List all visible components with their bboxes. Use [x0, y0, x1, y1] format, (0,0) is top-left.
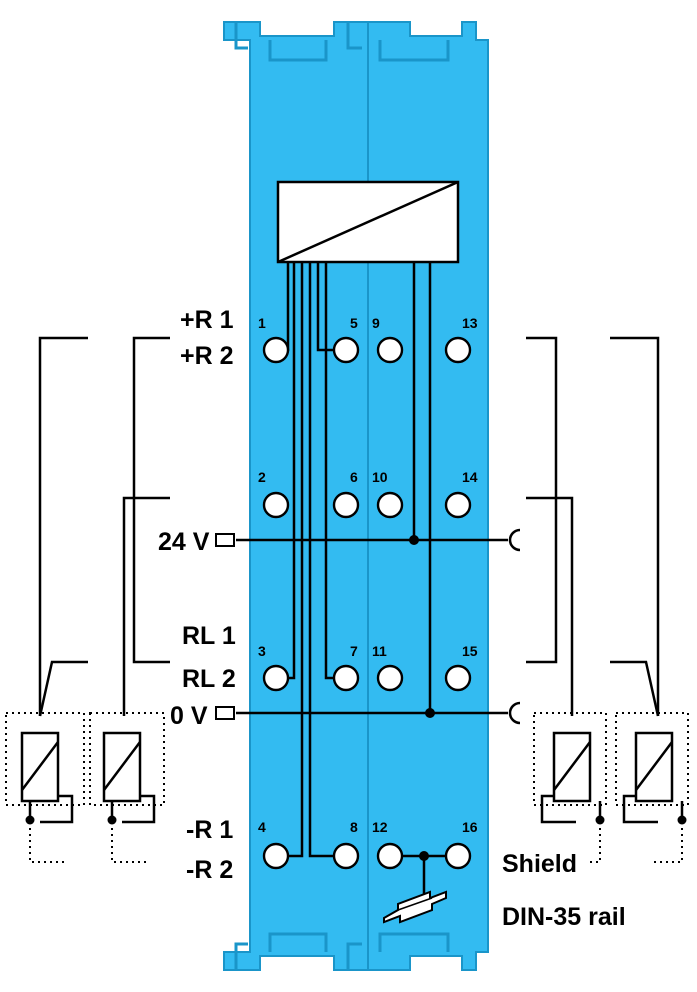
label-24v: 24 V	[158, 528, 210, 556]
sensor-left-1	[5, 336, 88, 863]
terminal-number: 1	[258, 315, 266, 331]
sensor-left-2	[89, 336, 170, 863]
terminal-number: 2	[258, 469, 266, 485]
sensor-right-2	[610, 336, 689, 863]
terminal-11	[376, 664, 404, 692]
terminal-number: 4	[258, 819, 266, 835]
resistor-icon	[102, 731, 156, 824]
label-plus-r1: +R 1	[180, 306, 234, 334]
terminal-number: 12	[372, 819, 388, 835]
terminal-number: 13	[462, 315, 478, 331]
legend-shield: Shield	[502, 850, 577, 878]
connector-socket-icon	[508, 528, 521, 552]
connector-socket-icon	[508, 701, 521, 725]
connector-24v	[215, 533, 235, 547]
terminal-block	[262, 336, 472, 870]
terminal-number: 5	[350, 315, 358, 331]
terminal-3	[262, 664, 290, 692]
resistor-icon	[622, 731, 674, 824]
terminal-16	[444, 842, 472, 870]
supply-bus-24v	[236, 528, 521, 552]
label-minus-r2: -R 2	[186, 856, 233, 884]
terminal-number: 15	[462, 643, 478, 659]
terminal-number: 8	[350, 819, 358, 835]
terminal-number: 16	[462, 819, 478, 835]
label-minus-r1: -R 1	[186, 816, 233, 844]
connector-0v	[215, 706, 235, 720]
terminal-7	[332, 664, 360, 692]
terminal-14	[444, 491, 472, 519]
terminal-9	[376, 336, 404, 364]
terminal-number: 9	[372, 315, 380, 331]
legend-din-rail: DIN-35 rail	[502, 903, 626, 931]
terminal-2	[262, 491, 290, 519]
terminal-5	[332, 336, 360, 364]
label-plus-r2: +R 2	[180, 342, 234, 370]
terminal-number: 10	[372, 469, 388, 485]
terminal-number: 3	[258, 643, 266, 659]
terminal-number: 14	[462, 469, 478, 485]
terminal-13	[444, 336, 472, 364]
terminal-12	[376, 842, 404, 870]
sensor-right-1	[526, 336, 607, 863]
terminal-4	[262, 842, 290, 870]
terminal-8	[332, 842, 360, 870]
label-0v: 0 V	[170, 702, 208, 730]
label-rl1: RL 1	[182, 622, 236, 650]
terminal-15	[444, 664, 472, 692]
ground-bus-0v	[236, 701, 521, 725]
terminal-number: 7	[350, 643, 358, 659]
label-rl2: RL 2	[182, 665, 236, 693]
terminal-10	[376, 491, 404, 519]
terminal-6	[332, 491, 360, 519]
resistor-icon	[20, 731, 74, 824]
terminal-number: 6	[350, 469, 358, 485]
din-rail-icon	[383, 890, 447, 924]
signal-labels: +R 1 +R 2 24 V RL 1 RL 2 0 V -R 1 -R 2	[158, 306, 236, 884]
terminal-numbers: 1 5 9 13 2 6 10 14 3 7 11 15 4 8 12 16	[258, 315, 478, 835]
converter-block-icon	[276, 180, 460, 264]
terminal-number: 11	[372, 643, 387, 659]
terminal-1	[262, 336, 290, 364]
resistor-icon	[540, 731, 592, 824]
